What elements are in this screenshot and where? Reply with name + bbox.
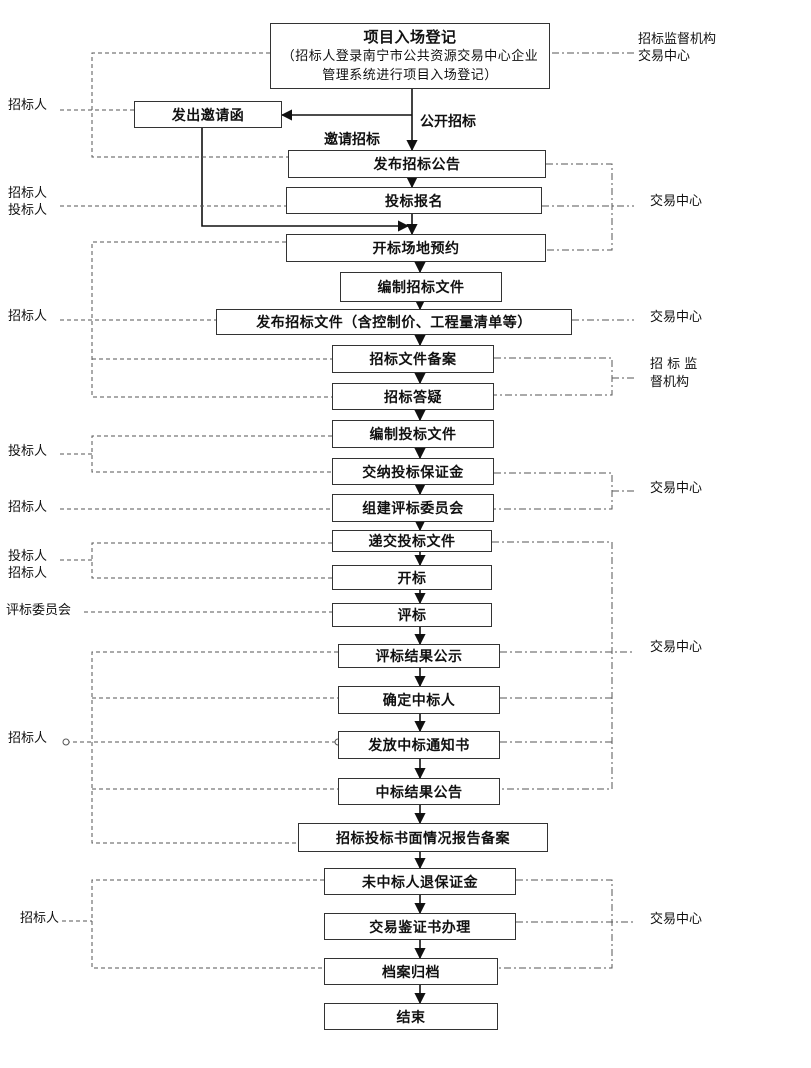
step-clarification: 招标答疑: [332, 383, 494, 410]
step-venue-booking: 开标场地预约: [286, 234, 546, 262]
step-publish-tender-docs: 发布招标文件（含控制价、工程量清单等）: [216, 309, 572, 335]
step-bid-opening: 开标: [332, 565, 492, 590]
role-label-left: 评标委员会: [6, 603, 72, 618]
step-bid-registration: 投标报名: [286, 187, 542, 214]
step-transaction-certificate: 交易鉴证书办理: [324, 913, 516, 940]
role-label-right: 交易中心: [650, 194, 703, 209]
role-label-left: 招标人: [20, 911, 60, 926]
role-label-left: 招标人: [8, 186, 48, 201]
step-winner-announcement: 中标结果公告: [338, 778, 500, 805]
step-docs-filing: 招标文件备案: [332, 345, 494, 373]
step-form-committee: 组建评标委员会: [332, 494, 494, 522]
role-label-right: 交易中心: [650, 310, 703, 325]
role-label-left: 招标人: [8, 731, 48, 746]
role-label-left: 招标人: [8, 309, 48, 324]
step-prepare-tender-docs: 编制招标文件: [340, 272, 502, 302]
step-publish-notice: 发布招标公告: [288, 150, 546, 178]
step-result-publicity: 评标结果公示: [338, 644, 500, 668]
step-award-notice: 发放中标通知书: [338, 731, 500, 759]
step-written-report-filing: 招标投标书面情况报告备案: [298, 823, 548, 852]
role-label-right: 招标监督机构: [638, 32, 717, 47]
role-label-left: 投标人: [8, 203, 48, 218]
step-archiving: 档案归档: [324, 958, 498, 985]
role-label-left: 投标人: [8, 444, 48, 459]
role-label-left: 招标人: [8, 98, 48, 113]
step-pay-bid-bond: 交纳投标保证金: [332, 458, 494, 485]
step-evaluation: 评标: [332, 603, 492, 627]
role-label-left: 招标人: [8, 566, 48, 581]
step-note: （招标人登录南宁市公共资源交易中心企业管理系统进行项目入场登记）: [281, 48, 539, 83]
role-label-right: 交易中心: [650, 481, 703, 496]
step-determine-winner: 确定中标人: [338, 686, 500, 714]
role-label-right: 交易中心: [638, 49, 691, 64]
branch-invite-label: 邀请招标: [324, 132, 380, 148]
step-prepare-bid-docs: 编制投标文件: [332, 420, 494, 448]
step-submit-bid-docs: 递交投标文件: [332, 530, 492, 552]
role-label-right: 招 标 监: [650, 357, 698, 372]
role-label-right: 交易中心: [650, 640, 703, 655]
step-invitation-letter: 发出邀请函: [134, 101, 282, 128]
role-label-left: 投标人: [8, 549, 48, 564]
role-label-left: 招标人: [8, 500, 48, 515]
step-title: 项目入场登记: [363, 27, 457, 46]
role-label-right: 督机构: [650, 375, 690, 390]
branch-public-label: 公开招标: [420, 114, 476, 130]
step-project-registration: 项目入场登记 （招标人登录南宁市公共资源交易中心企业管理系统进行项目入场登记）: [270, 23, 550, 89]
role-label-right: 交易中心: [650, 912, 703, 927]
step-end: 结束: [324, 1003, 498, 1030]
step-refund-bond: 未中标人退保证金: [324, 868, 516, 895]
junction-dot: [62, 738, 70, 746]
